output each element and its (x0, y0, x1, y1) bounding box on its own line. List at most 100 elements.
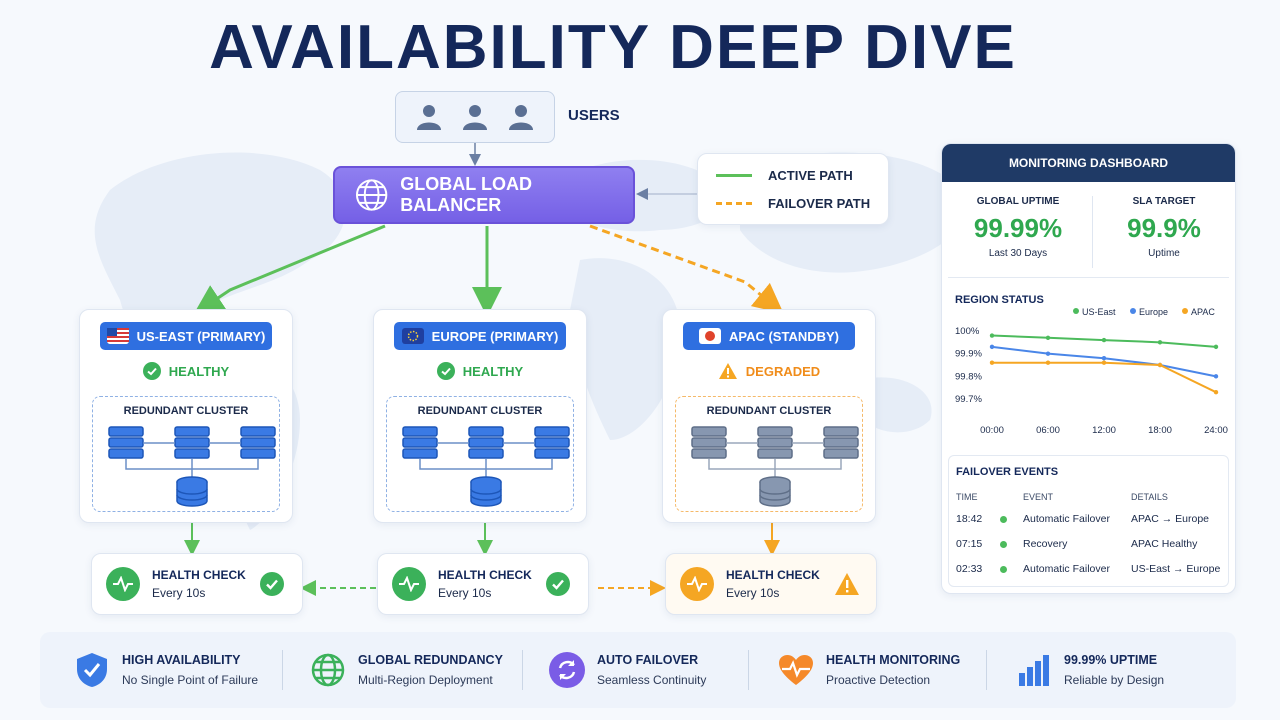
region-card-us-east[interactable]: US-EAST (PRIMARY) HEALTHY REDUNDANT CLUS… (79, 309, 293, 523)
bar-chart-icon (1016, 652, 1052, 688)
kpi-value: 99.99% (973, 213, 1063, 243)
kpi-label: GLOBAL UPTIME (976, 196, 1060, 207)
legend-active: ACTIVE PATH (768, 168, 853, 183)
events-header-time: TIME (956, 492, 978, 502)
feature-sub: Reliable by Design (1064, 673, 1165, 687)
feature-sub: Seamless Continuity (597, 673, 707, 687)
y-tick-label: 99.7% (955, 394, 982, 405)
event-status-dot (1000, 516, 1007, 523)
feature-uptime: 99.99% UPTIME Reliable by Design (1016, 632, 1164, 708)
health-check-interval: Every 10s (726, 586, 780, 600)
event-status-dot (1000, 541, 1007, 548)
kpi-value: 99.9% (1127, 213, 1201, 243)
region-status: HEALTHY (80, 362, 292, 380)
feature-title: HIGH AVAILABILITY (122, 653, 241, 667)
legend-label: Europe (1139, 307, 1168, 317)
region-status: HEALTHY (374, 362, 586, 380)
event-time: 02:33 (956, 563, 983, 575)
event-name: Recovery (1023, 538, 1068, 550)
redundant-cluster: REDUNDANT CLUSTER (675, 396, 863, 512)
kpi-sla-target: SLA TARGET 99.9% Uptime (1094, 196, 1234, 259)
cluster-label: REDUNDANT CLUSTER (417, 405, 543, 417)
region-pill: EUROPE (PRIMARY) (394, 322, 566, 350)
server-cluster-icon (691, 426, 859, 507)
feature-title: 99.99% UPTIME (1064, 653, 1158, 667)
global-load-balancer[interactable]: GLOBAL LOAD BALANCER (333, 166, 635, 224)
data-point-us-east (1157, 340, 1163, 345)
legend-dot (1130, 308, 1136, 314)
data-point-us-east (1101, 337, 1107, 343)
region-name: APAC (STANDBY) (728, 328, 839, 344)
section-divider (948, 277, 1229, 278)
region-status-title: REGION STATUS (955, 294, 1044, 306)
y-tick-label: 99.9% (955, 349, 982, 360)
data-point-apac (1045, 360, 1051, 365)
event-name: Automatic Failover (1023, 513, 1110, 525)
feature-divider (748, 650, 749, 690)
health-check-interval: Every 10s (152, 586, 206, 600)
events-title: FAILOVER EVENTS (956, 466, 1059, 478)
cluster-label: REDUNDANT CLUSTER (706, 405, 832, 417)
feature-sub: Proactive Detection (826, 673, 931, 687)
feature-title: GLOBAL REDUNDANCY (358, 653, 503, 667)
x-tick-label: 12:00 (1092, 425, 1116, 436)
data-point-apac (1101, 360, 1107, 365)
legend-dot (1182, 308, 1188, 314)
feature-title: AUTO FAILOVER (597, 653, 699, 667)
heart-pulse-icon (778, 652, 814, 688)
redundant-cluster: REDUNDANT CLUSTER (386, 396, 574, 512)
feature-divider (522, 650, 523, 690)
health-check-apac[interactable]: HEALTH CHECK Every 10s (665, 553, 877, 615)
server-cluster-icon (402, 426, 570, 507)
warning-icon (718, 363, 737, 379)
region-card-apac[interactable]: APAC (STANDBY) DEGRADED REDUNDANT CLUSTE… (662, 309, 876, 523)
check-circle-icon (260, 572, 284, 596)
feature-divider (282, 650, 283, 690)
heartbeat-icon (680, 567, 714, 601)
refresh-icon (549, 652, 585, 688)
us-flag-icon (106, 328, 129, 344)
x-tick-label: 24:00 (1204, 425, 1228, 436)
health-check-us-east[interactable]: HEALTH CHECK Every 10s (91, 553, 303, 615)
status-text: DEGRADED (745, 363, 821, 379)
globe-icon (310, 652, 346, 688)
region-name: EUROPE (PRIMARY) (431, 328, 559, 344)
data-point-us-east (989, 333, 995, 338)
failover-events: FAILOVER EVENTS TIME EVENT DETAILS 18:42… (948, 455, 1229, 587)
page-title: AVAILABILITY DEEP DIVE (209, 13, 1017, 82)
legend-label: US-East (1082, 307, 1116, 317)
kpi-divider (1092, 196, 1093, 268)
check-circle-icon (142, 362, 161, 380)
feature-sub: No Single Point of Failure (122, 673, 259, 687)
kpi-sub: Last 30 Days (988, 248, 1048, 259)
event-details: APAC Healthy (1131, 538, 1198, 550)
y-tick-label: 99.8% (955, 371, 982, 382)
health-check-europe[interactable]: HEALTH CHECK Every 10s (377, 553, 589, 615)
event-details: US-East → Europe (1131, 563, 1221, 575)
shield-check-icon (74, 652, 110, 688)
redundant-cluster: REDUNDANT CLUSTER (92, 396, 280, 512)
y-tick-label: 100% (955, 326, 980, 337)
event-time: 18:42 (956, 513, 983, 525)
event-status-dot (1000, 566, 1007, 573)
x-tick-label: 18:00 (1148, 425, 1172, 436)
status-text: HEALTHY (462, 363, 524, 379)
series-line-apac (992, 361, 1217, 394)
data-point-europe (1213, 374, 1219, 379)
feature-health-monitoring: HEALTH MONITORING Proactive Detection (778, 632, 960, 708)
apac-flag-icon (698, 328, 721, 344)
data-point-apac (1157, 362, 1163, 368)
health-check-interval: Every 10s (438, 586, 492, 600)
region-name: US-EAST (PRIMARY) (136, 328, 266, 344)
region-card-europe[interactable]: EUROPE (PRIMARY) HEALTHY REDUNDANT CLUST… (373, 309, 587, 523)
data-point-apac (1213, 390, 1219, 395)
user-icon (509, 105, 533, 130)
check-circle-icon (546, 572, 570, 596)
data-point-europe (989, 344, 995, 350)
kpi-global-uptime: GLOBAL UPTIME 99.99% Last 30 Days (948, 196, 1088, 259)
monitoring-dashboard: MONITORING DASHBOARD GLOBAL UPTIME 99.99… (941, 143, 1236, 594)
kpi-label: SLA TARGET (1132, 196, 1196, 207)
feature-title: HEALTH MONITORING (826, 653, 961, 667)
